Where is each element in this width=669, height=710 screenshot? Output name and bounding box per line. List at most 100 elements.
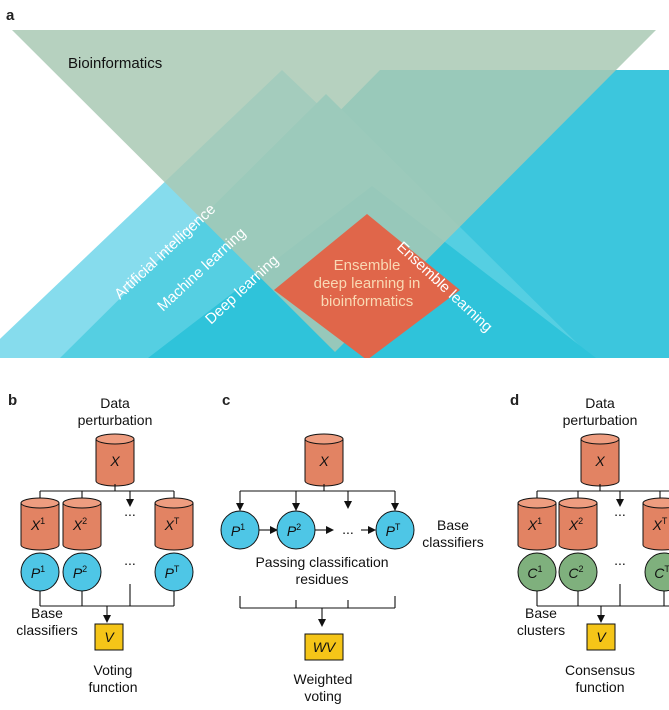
voting-box — [94, 623, 124, 651]
ellipsis: ... — [614, 503, 626, 519]
classifier-sup: T — [395, 522, 401, 532]
ensemble-deep-learning-diamond — [274, 214, 460, 358]
chain-arrowhead-3 — [368, 526, 376, 534]
data-symbol: X — [594, 453, 605, 469]
cylinder-cap — [154, 497, 194, 509]
dataset-sup: T — [662, 516, 668, 526]
merge-connector — [39, 584, 175, 617]
merge-connector — [239, 596, 396, 620]
panel-b-title-line-2: perturbation — [78, 412, 153, 428]
cylinder-cap — [558, 497, 598, 509]
merge-connector — [536, 584, 669, 617]
center-label-line-3: bioinformatics — [321, 293, 414, 310]
side-label-line-2: classifiers — [16, 622, 77, 638]
svg-text:X1: X1 — [30, 516, 45, 533]
panel-b-title-line-1: Data — [100, 395, 130, 411]
classifier-sup: 1 — [40, 564, 45, 574]
ellipsis: ... — [342, 521, 354, 537]
classifier-circle-t — [375, 510, 415, 550]
weighted-voting-box-symbol: WV — [313, 639, 337, 655]
center-label: Ensemble deep learning in bioinformatics — [314, 257, 421, 310]
mid-label-line-1: Passing classification — [255, 554, 388, 570]
panel-a: a Bioinformatics Artificial intelligence… — [0, 7, 669, 358]
cylinder-cap — [580, 433, 620, 445]
weighted-voting-box — [304, 633, 344, 661]
classifier-symbol: P — [231, 523, 241, 539]
split-connector — [537, 484, 669, 492]
dataset-sup: 2 — [82, 516, 87, 526]
center-label-line-1: Ensemble — [334, 257, 401, 274]
svg-text:P1: P1 — [231, 522, 245, 539]
split-connector — [40, 484, 174, 492]
classifier-symbol: P — [165, 565, 175, 581]
cluster-sup: 1 — [538, 564, 543, 574]
dataset-cylinder-t: XT — [154, 497, 194, 551]
bottom-label-line-1: Voting — [94, 662, 133, 678]
cylinder-body — [154, 503, 194, 551]
center-label-line-2: deep learning in — [314, 275, 421, 292]
dataset-cylinder-2: X2 — [62, 497, 102, 551]
dataset-symbol: X — [527, 517, 538, 533]
side-label-line-1: Base — [437, 517, 469, 533]
merge-arrowhead — [318, 619, 326, 627]
classifier-sup: 1 — [240, 522, 245, 532]
cylinder-cap — [95, 433, 135, 445]
panel-c-label: c — [222, 392, 230, 409]
svg-text:C2: C2 — [568, 564, 583, 581]
svg-text:XT: XT — [652, 516, 668, 533]
panel-d-label: d — [510, 392, 519, 409]
data-cylinder: X — [95, 433, 135, 487]
ellipsis: ... — [124, 552, 136, 568]
dataset-sup: 1 — [40, 516, 45, 526]
chain-arrowhead-2 — [326, 526, 334, 534]
svg-text:XT: XT — [164, 516, 180, 533]
cluster-symbol: C — [568, 565, 579, 581]
data-symbol: X — [318, 453, 329, 469]
svg-text:PT: PT — [165, 564, 180, 581]
data-symbol: X — [109, 453, 120, 469]
cylinder-cap — [62, 497, 102, 509]
dataset-symbol: X — [30, 517, 41, 533]
classifier-symbol: P — [287, 523, 297, 539]
dataset-symbol: X — [568, 517, 579, 533]
merge-arrowhead — [597, 615, 605, 623]
cylinder-cap — [517, 497, 557, 509]
cluster-symbol: C — [527, 565, 538, 581]
svg-text:X2: X2 — [72, 516, 87, 533]
side-label-line-1: Base — [31, 605, 63, 621]
consensus-box — [586, 623, 616, 651]
classifier-sup: 2 — [82, 564, 87, 574]
cluster-sup: 2 — [579, 564, 584, 574]
cylinder-body — [517, 503, 557, 551]
cylinder-cap — [304, 433, 344, 445]
cluster-sup: T — [664, 564, 669, 574]
ellipsis: ... — [124, 503, 136, 519]
dataset-sup: 1 — [537, 516, 542, 526]
classifier-symbol: P — [73, 565, 83, 581]
classifier-symbol: P — [386, 523, 396, 539]
svg-text:CT: CT — [654, 564, 669, 581]
svg-text:P2: P2 — [73, 564, 87, 581]
cylinder-body — [642, 503, 669, 551]
bottom-label-line-2: function — [575, 679, 624, 695]
dataset-sup: 2 — [578, 516, 583, 526]
svg-text:X2: X2 — [568, 516, 583, 533]
chain-arrowhead-1 — [270, 526, 278, 534]
classifier-sup: 2 — [296, 522, 301, 532]
panel-d: d Data perturbation X X1 X2 ... XT C1 C2… — [510, 392, 669, 695]
dataset-sup: T — [174, 516, 180, 526]
dataset-symbol: X — [72, 517, 83, 533]
side-label-line-1: Base — [525, 605, 557, 621]
merge-arrowhead — [103, 615, 111, 623]
dataset-cylinder-2: X2 — [558, 497, 598, 551]
dataset-cylinder-1: X1 — [517, 497, 557, 551]
bottom-label-line-2: voting — [304, 688, 341, 704]
cylinder-body — [62, 503, 102, 551]
dataset-cylinder-1: X1 — [20, 497, 60, 551]
cluster-symbol: C — [654, 565, 665, 581]
bioinformatics-region — [12, 30, 656, 352]
dataset-symbol: X — [164, 517, 175, 533]
panel-a-label: a — [6, 7, 15, 24]
svg-text:PT: PT — [386, 522, 401, 539]
